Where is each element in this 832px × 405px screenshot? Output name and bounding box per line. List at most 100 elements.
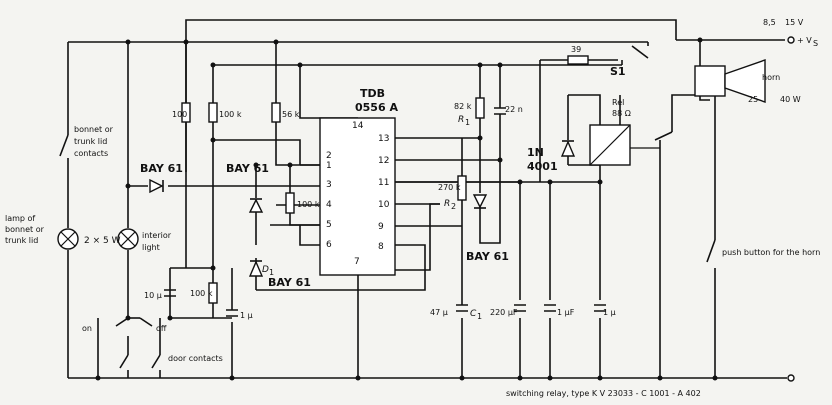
label-c1uf: 1 μF xyxy=(557,308,575,317)
switch-push xyxy=(706,239,716,263)
label-lamp-1: lamp of xyxy=(5,214,35,223)
ic-pin-9: 9 xyxy=(378,222,384,232)
label-c47u: 47 μ xyxy=(430,308,448,317)
capacitor-1u-a xyxy=(226,309,238,317)
label-horn: horn xyxy=(762,73,780,82)
label-bonnet-1: bonnet or xyxy=(74,125,114,134)
ic-pin-6: 6 xyxy=(326,240,332,250)
label-r82k: 82 k xyxy=(454,102,472,111)
label-d1: D xyxy=(262,265,269,275)
label-vs: + V xyxy=(797,36,812,45)
label-s1: S1 xyxy=(610,65,626,78)
ic-pin-11: 11 xyxy=(378,178,389,188)
label-r100k-c: 100 k xyxy=(190,289,213,298)
capacitor-220u xyxy=(514,304,526,312)
label-bay61-d: BAY 61 xyxy=(466,250,509,263)
label-bay61-c: BAY 61 xyxy=(268,276,311,289)
switches: bonnet or trunk lid contacts on off door… xyxy=(59,65,820,369)
ic-part: 0556 A xyxy=(355,101,398,114)
switch-on-off xyxy=(115,317,153,327)
label-r2: R xyxy=(444,199,450,209)
label-r100k-b: 100 k xyxy=(297,200,320,209)
resistor-39 xyxy=(567,55,589,65)
ic-pin-13: 13 xyxy=(378,134,389,144)
label-on: on xyxy=(82,324,92,333)
resistor-82k xyxy=(475,97,485,119)
diode-bay61-mid xyxy=(248,198,264,213)
diode-1n4001 xyxy=(560,140,576,157)
ic-pin-1: 1 xyxy=(326,161,332,171)
ic-pin-4: 4 xyxy=(326,200,332,210)
label-1n4001-b: 4001 xyxy=(527,160,558,173)
label-v2: 15 V xyxy=(785,18,804,27)
label-bay61-a: BAY 61 xyxy=(140,162,183,175)
ic-pin-12: 12 xyxy=(378,156,389,166)
label-c220u: 220 μF xyxy=(490,308,518,317)
lamps: lamp of bonnet or trunk lid 2 × 5 W inte… xyxy=(5,214,172,252)
label-push: push button for the horn xyxy=(722,248,820,257)
switch-door xyxy=(119,354,161,369)
horn: horn 25 40 W xyxy=(694,59,801,104)
label-c1: C xyxy=(470,309,477,319)
resistors: 100 100 k 56 k 100 k 82 k R 1 270 k R 2 … xyxy=(172,45,589,304)
ic-package: 14 1 2 3 4 5 6 7 13 12 11 10 9 8 TDB 055… xyxy=(319,87,398,276)
capacitor-1u-b xyxy=(594,304,606,312)
ic-pin-14: 14 xyxy=(352,121,364,131)
capacitor-22n xyxy=(494,107,506,115)
label-door: door contacts xyxy=(168,354,223,363)
resistor-270k xyxy=(457,175,467,201)
wiring xyxy=(67,19,787,379)
label-c1u-a: 1 μ xyxy=(240,311,253,320)
label-lamp-rating: 2 × 5 W xyxy=(84,236,121,246)
label-d1-sub: 1 xyxy=(269,268,274,277)
label-r100k: 100 k xyxy=(219,110,242,119)
label-r270k: 270 k xyxy=(438,183,461,192)
ic-pin-8: 8 xyxy=(378,242,384,252)
diode-bay61-input xyxy=(149,178,164,194)
label-r39: 39 xyxy=(571,45,581,54)
junctions xyxy=(95,37,718,381)
label-horn-2: 40 W xyxy=(780,95,801,104)
resistor-56k xyxy=(271,102,281,123)
label-bonnet-2: trunk lid xyxy=(74,137,107,146)
diodes: BAY 61 BAY 61 D 1 BAY 61 BAY 61 1N 4001 xyxy=(140,140,576,289)
label-bay61-b: BAY 61 xyxy=(226,162,269,175)
label-v1: 8,5 xyxy=(763,18,776,27)
label-r2-sub: 2 xyxy=(451,202,456,211)
resistor-100 xyxy=(181,102,191,123)
ic-pin-10: 10 xyxy=(378,200,390,210)
ic-pin-5: 5 xyxy=(326,220,332,230)
label-horn-1: 25 xyxy=(748,95,758,104)
ic-pin-2: 2 xyxy=(326,151,332,161)
label-c10u: 10 μ xyxy=(144,291,162,300)
ic-pin-7: 7 xyxy=(354,257,360,267)
label-c1u-b: 1 μ xyxy=(603,308,616,317)
label-r1-sub: 1 xyxy=(465,118,470,127)
label-interior-1: interior xyxy=(142,231,172,240)
resistor-100k xyxy=(208,102,218,123)
capacitor-47u xyxy=(456,304,468,312)
relay: Rel 88 Ω switching relay, type K V 23033… xyxy=(506,98,701,398)
capacitors: 22 n 10 μ 1 μ 47 μ C 1 220 μF 1 μF 1 μ xyxy=(144,105,616,321)
label-relay-ohm: 88 Ω xyxy=(612,109,631,118)
label-1n4001-a: 1N xyxy=(527,146,544,159)
capacitor-1uf xyxy=(544,304,556,312)
label-lamp-3: trunk lid xyxy=(5,236,38,245)
label-relay: Rel xyxy=(612,98,624,107)
diode-d1 xyxy=(248,260,264,277)
label-c1-sub: 1 xyxy=(477,312,482,321)
switch-bonnet xyxy=(59,134,69,157)
capacitor-10u xyxy=(164,289,176,297)
ic-name: TDB xyxy=(360,87,385,100)
label-r56k: 56 k xyxy=(282,110,300,119)
supply: 8,5 15 V + V S xyxy=(763,18,818,382)
resistor-100k-b xyxy=(285,192,295,214)
diode-bay61-right xyxy=(472,194,488,209)
label-interior-2: light xyxy=(142,243,160,252)
label-c22n: 22 n xyxy=(505,105,523,114)
label-relay-footer: switching relay, type K V 23033 - C 1001… xyxy=(506,389,701,398)
label-r1: R xyxy=(458,115,464,125)
label-vs-sub: S xyxy=(813,39,818,48)
label-off: off xyxy=(156,324,167,333)
